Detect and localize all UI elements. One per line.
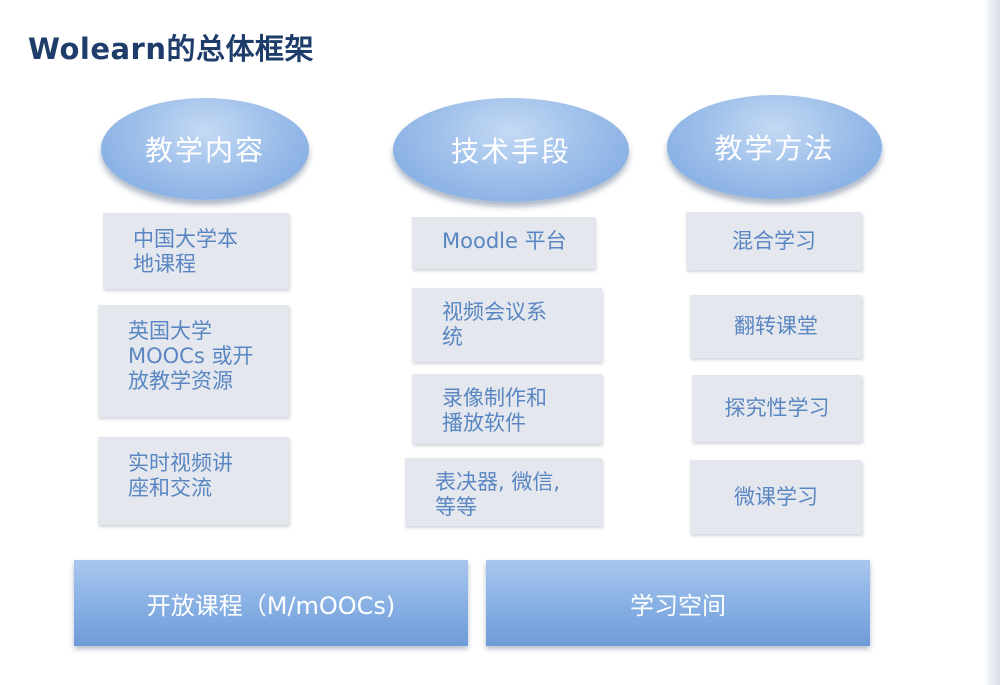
tech-item-clickers-wechat: 表决器, 微信, 等等 <box>405 458 602 526</box>
method-item-flipped-classroom: 翻转课堂 <box>690 295 862 358</box>
content-item-live-video: 实时视频讲 座和交流 <box>98 437 289 525</box>
bottom-bar-learning-space: 学习空间 <box>486 560 870 646</box>
method-item-micro-lessons: 微课学习 <box>690 460 862 534</box>
header-technical-means: 技术手段 <box>393 98 629 202</box>
header-teaching-methods: 教学方法 <box>667 95 882 199</box>
tech-item-recording-software: 录像制作和 播放软件 <box>412 374 602 444</box>
bottom-bar-open-courses: 开放课程（M/mOOCs) <box>74 560 468 646</box>
slide-title: Wolearn的总体框架 <box>28 32 315 66</box>
slide-right-edge <box>984 0 1000 685</box>
method-item-inquiry-learning: 探究性学习 <box>692 375 862 442</box>
method-item-blended-learning: 混合学习 <box>686 212 862 270</box>
content-item-uk-moocs: 英国大学 MOOCs 或开 放教学资源 <box>98 305 289 417</box>
tech-item-video-conference: 视频会议系 统 <box>412 288 602 362</box>
content-item-chinese-courses: 中国大学本 地课程 <box>103 213 289 289</box>
header-teaching-content: 教学内容 <box>101 98 309 200</box>
tech-item-moodle: Moodle 平台 <box>412 217 595 269</box>
